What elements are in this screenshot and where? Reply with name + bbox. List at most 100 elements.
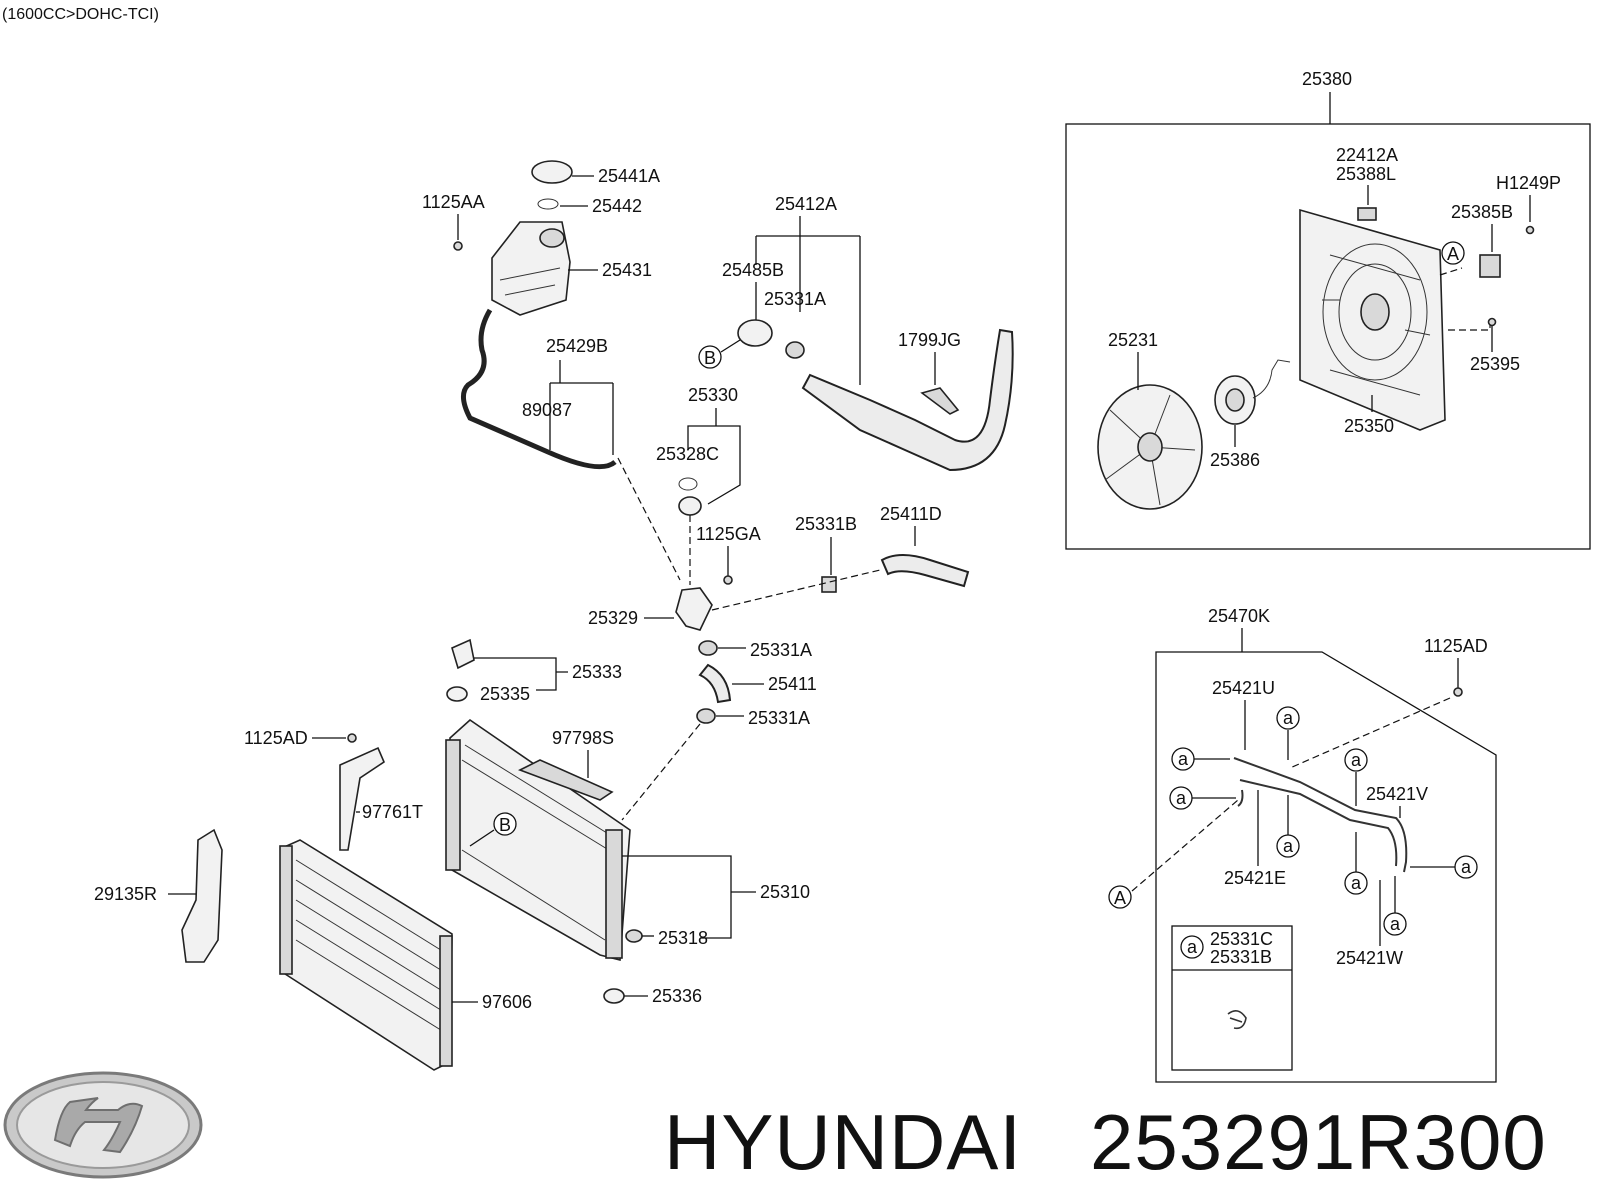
label-25331A-mid: 25331A — [750, 640, 812, 660]
label-25350: 25350 — [1344, 416, 1394, 436]
mount-group: 25333 25335 — [446, 638, 622, 704]
drain-plug-25318 — [625, 929, 643, 943]
label-25411D: 25411D — [880, 504, 942, 524]
bracket-25333 — [451, 638, 475, 670]
label-25331B: 25331B — [795, 514, 857, 534]
radiator-group: 97798S B 25310 25318 25336 — [445, 718, 810, 1006]
callout-a-8-text: a — [1390, 914, 1401, 934]
fan-assembly-group: 25380 22412A 25388L H1249P 25385B A 2523… — [1065, 69, 1591, 550]
callout-B-radiator-text: B — [499, 815, 511, 835]
bolt-25395 — [1487, 317, 1497, 327]
fan-blade — [1097, 384, 1203, 510]
hose-clip-1799jg — [920, 387, 960, 415]
label-25470K: 25470K — [1208, 606, 1270, 626]
label-25421W: 25421W — [1336, 948, 1403, 968]
clamp-icon — [1227, 1010, 1247, 1030]
hyundai-logo — [3, 1071, 203, 1179]
upper-hose — [801, 328, 1014, 472]
clamp-inset-box — [1171, 925, 1293, 1071]
label-25380: 25380 — [1302, 69, 1352, 89]
cap-gasket — [537, 198, 559, 210]
label-25310: 25310 — [760, 882, 810, 902]
label-25330: 25330 — [688, 385, 738, 405]
label-97606: 97606 — [482, 992, 532, 1012]
callout-a-1 — [1276, 706, 1300, 730]
hose-kit-group: 25470K 1125AD 25421U a a a a a a a — [1108, 606, 1497, 1083]
radiator-tank-left — [445, 739, 461, 871]
seal-97798S — [518, 759, 614, 801]
bolt-h1249p — [1525, 225, 1535, 235]
label-25421U: 25421U — [1212, 678, 1275, 698]
label-1125AD-left: 1125AD — [244, 728, 308, 748]
callout-B-hose-text: B — [704, 348, 716, 368]
label-25431: 25431 — [602, 260, 652, 280]
brand-name: HYUNDAI — [664, 1098, 1022, 1186]
radiator-25310 — [449, 718, 631, 962]
label-89087: 89087 — [522, 400, 572, 420]
label-29135R: 29135R — [94, 884, 157, 904]
label-25442: 25442 — [592, 196, 642, 216]
label-25388L: 25388L — [1336, 164, 1396, 184]
label-1125AA: 1125AA — [422, 192, 485, 212]
callout-a-5-text: a — [1283, 836, 1294, 856]
label-25331A-low: 25331A — [748, 708, 810, 728]
radiator-tank-right — [605, 829, 623, 959]
label-25331B-inset: 25331B — [1210, 947, 1272, 967]
callout-a-4-text: a — [1351, 750, 1362, 770]
label-25333: 25333 — [572, 662, 622, 682]
label-25231: 25231 — [1108, 330, 1158, 350]
reservoir-group: 25441A 25442 1125AA 25431 25429B 89087 — [422, 160, 660, 470]
callout-a-6-text: a — [1351, 873, 1362, 893]
label-22412A: 22412A — [1336, 145, 1398, 165]
fan-assembly-box — [1065, 123, 1591, 550]
callout-B-hose — [698, 345, 722, 369]
callout-a-inset — [1180, 935, 1204, 959]
label-H1249P: H1249P — [1496, 173, 1561, 193]
resistor-part — [1479, 254, 1501, 278]
heater-hose-25411d — [880, 554, 970, 588]
part-number: 253291R300 — [1090, 1098, 1547, 1186]
label-97798S: 97798S — [552, 728, 614, 748]
hose-fitting-25485b — [737, 319, 773, 347]
label-25441A: 25441A — [598, 166, 660, 186]
label-25421E: 25421E — [1224, 868, 1286, 888]
label-25429B: 25429B — [546, 336, 608, 356]
callout-A-kit — [1108, 885, 1132, 909]
insulator-25336 — [603, 988, 625, 1004]
bolt-1125aa — [453, 241, 463, 251]
label-plate — [1357, 207, 1377, 221]
label-25335: 25335 — [480, 684, 530, 704]
label-25395: 25395 — [1470, 354, 1520, 374]
label-25411: 25411 — [768, 674, 817, 694]
fan-motor — [1214, 359, 1291, 425]
hose-pair — [1233, 757, 1408, 873]
label-25331A-top: 25331A — [764, 289, 826, 309]
bolt-1125ad-left — [347, 733, 357, 743]
callout-A-shroud — [1441, 241, 1465, 265]
label-25412A: 25412A — [775, 194, 837, 214]
callout-a-1-text: a — [1283, 708, 1294, 728]
label-25421V: 25421V — [1366, 784, 1428, 804]
label-25385B: 25385B — [1451, 202, 1513, 222]
condenser-group: 1125AD 97761T 97606 29135R — [94, 728, 532, 1071]
callout-A-kit-text: A — [1114, 888, 1126, 908]
callout-a-4 — [1344, 748, 1368, 772]
callout-a-7-text: a — [1461, 857, 1472, 877]
label-25318: 25318 — [658, 928, 708, 948]
label-25328C: 25328C — [656, 444, 719, 464]
callout-A-shroud-text: A — [1447, 244, 1459, 264]
callout-a-inset-text: a — [1187, 937, 1198, 957]
callout-a-3-text: a — [1176, 788, 1187, 808]
engine-spec-text: (1600CC>DOHC-TCI) — [2, 6, 159, 23]
hose-clamp-25331b — [821, 576, 837, 593]
label-25485B: 25485B — [722, 260, 784, 280]
label-97761T: 97761T — [362, 802, 423, 822]
insulator-25335 — [446, 686, 468, 702]
callout-B-radiator — [493, 812, 517, 836]
label-1125AD-right: 1125AD — [1424, 636, 1488, 656]
label-25386: 25386 — [1210, 450, 1260, 470]
condenser-97606 — [281, 839, 453, 1071]
bracket-97761T — [339, 746, 385, 851]
label-25336: 25336 — [652, 986, 702, 1006]
